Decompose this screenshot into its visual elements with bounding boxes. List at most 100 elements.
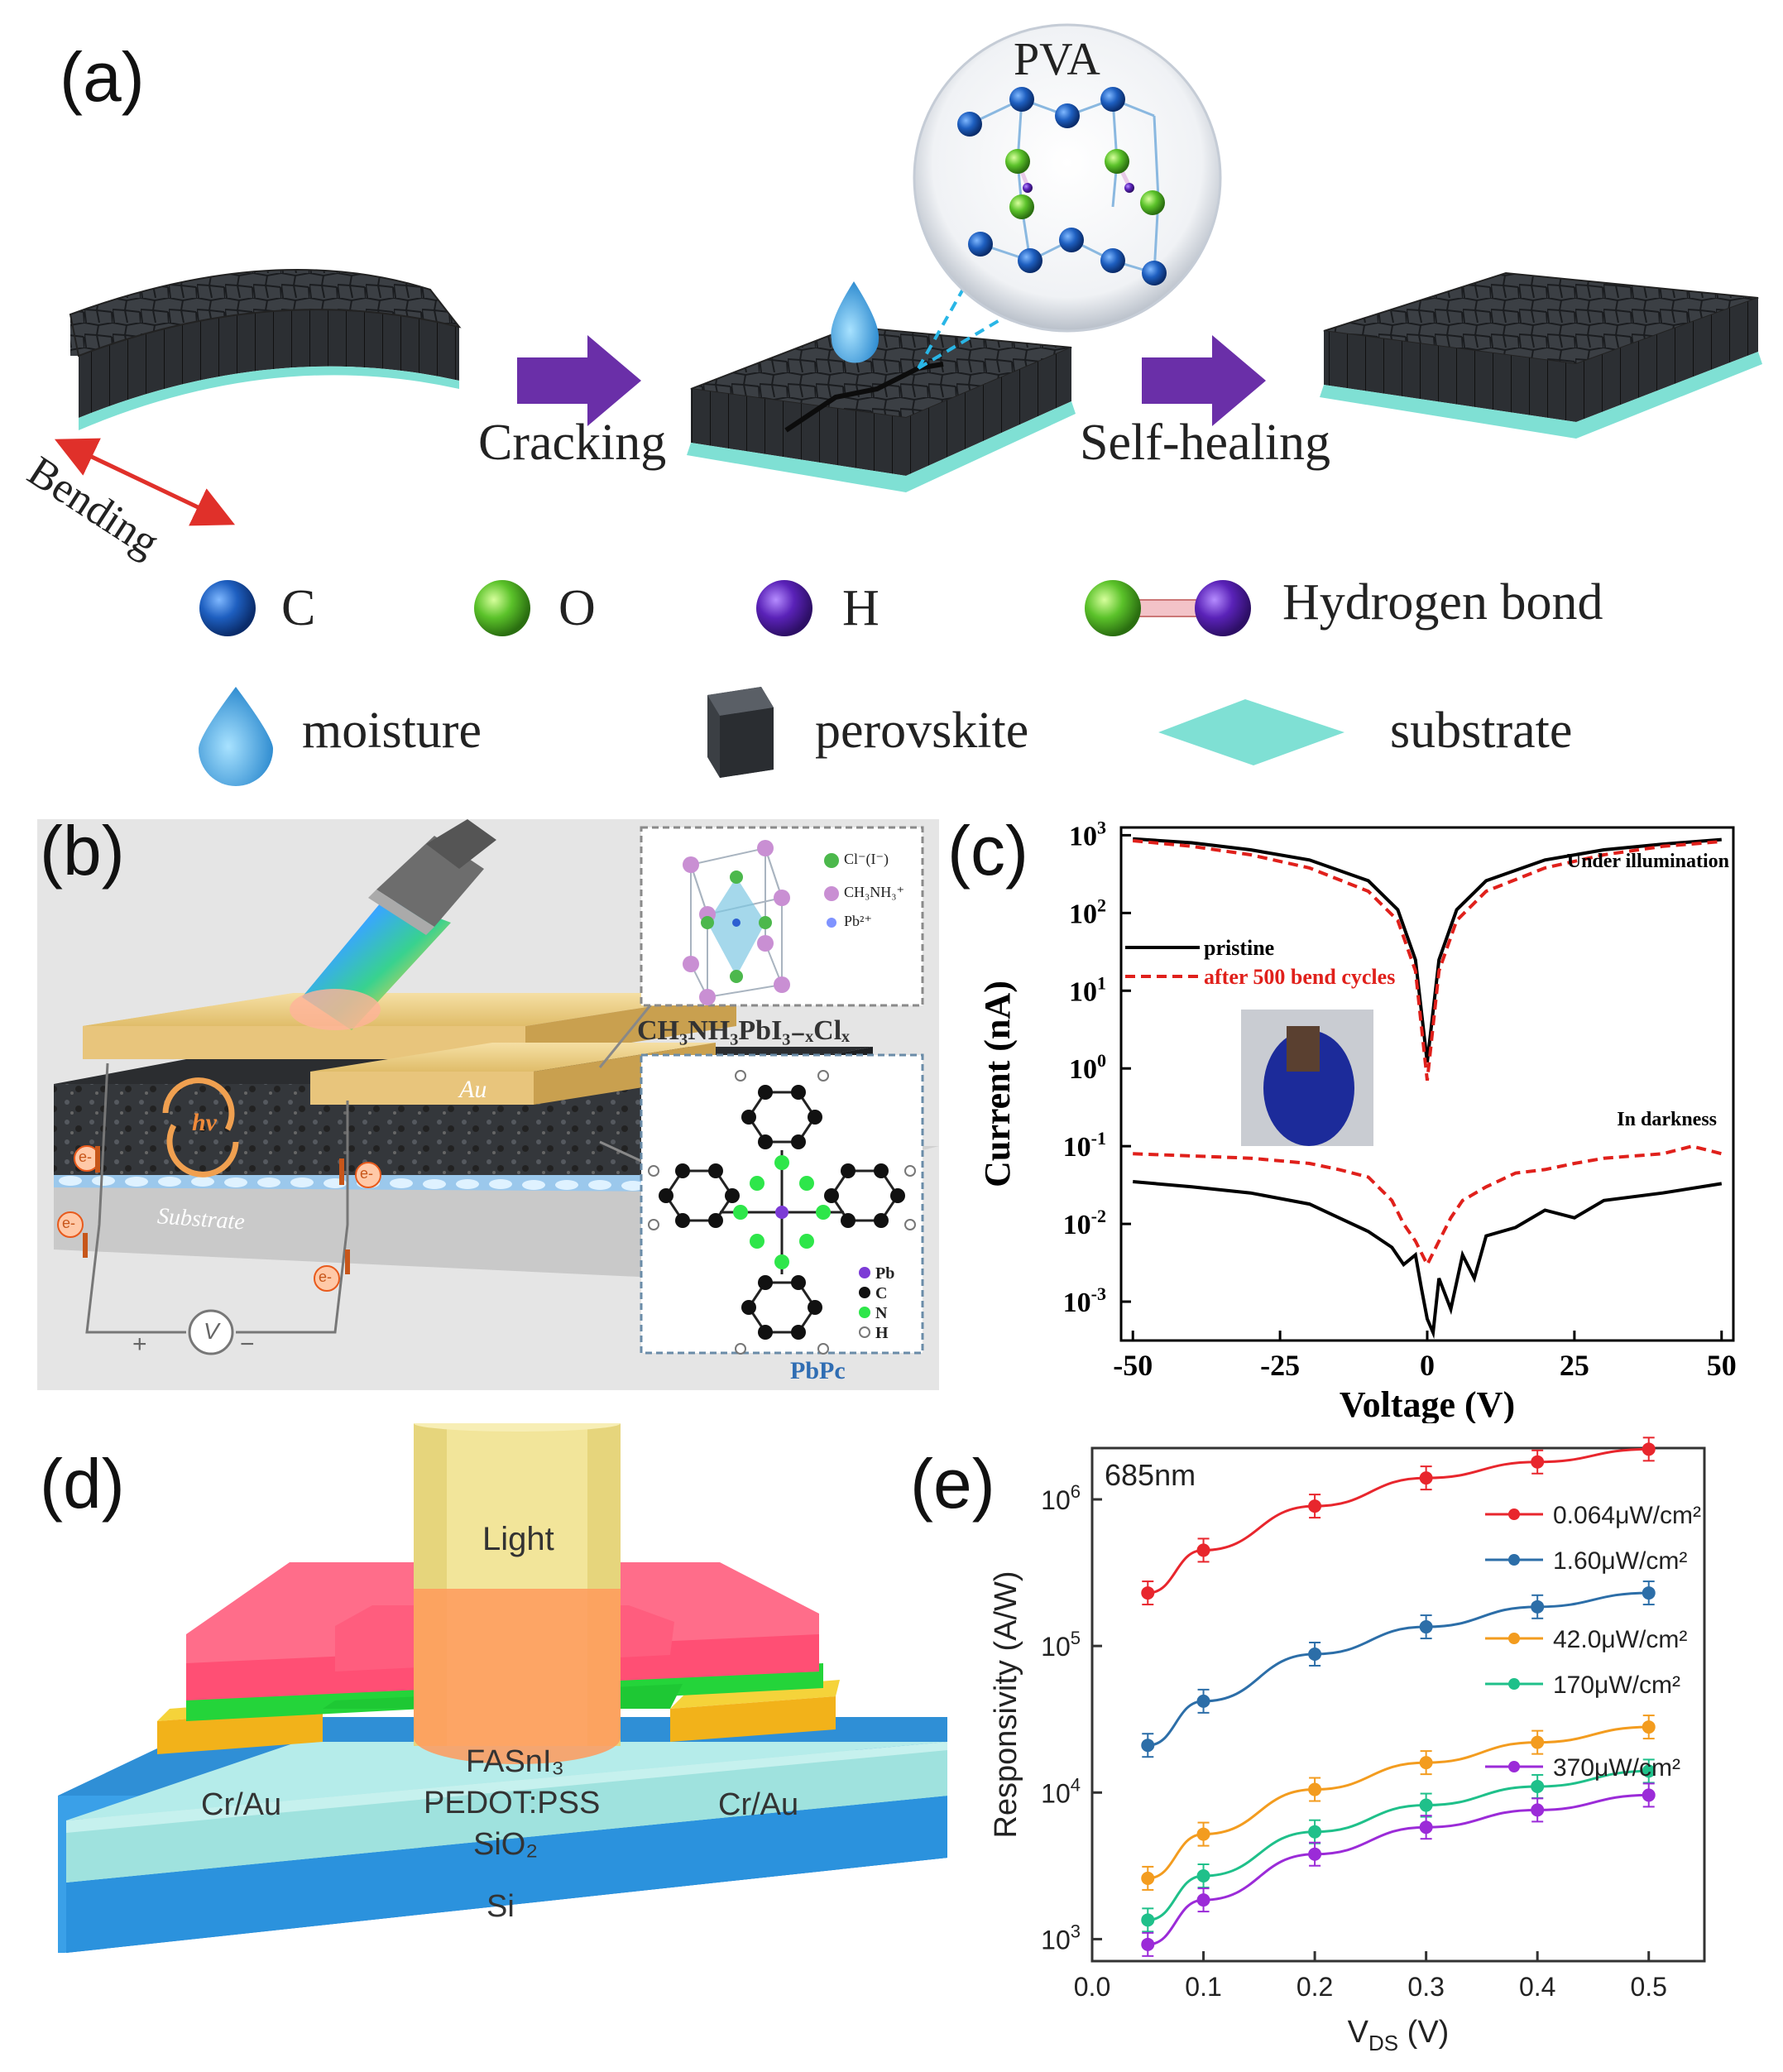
chart-c-xlabel: Voltage (V) xyxy=(1340,1384,1515,1423)
bending-arrow xyxy=(54,438,236,526)
panel-d-diagram xyxy=(58,1423,947,1953)
chart-c-xtick-label: 0 xyxy=(1420,1349,1435,1382)
chart-e-ytick-label: 105 xyxy=(1041,1628,1081,1662)
chart-c-series-line-0 xyxy=(1133,837,1722,1063)
chart-e-legend-label-4: 370μW/cm² xyxy=(1553,1754,1680,1782)
minus-label: − xyxy=(240,1331,255,1358)
chart-c-inset-device xyxy=(1287,1026,1320,1072)
chart-e-point xyxy=(1642,1764,1656,1778)
chart-e-series-line-4 xyxy=(1148,1793,1649,1946)
hydrogen-atom-icon xyxy=(756,580,812,636)
legend-hbond-label: Hydrogen bond xyxy=(1282,574,1603,631)
chart-e-point xyxy=(1642,1442,1656,1456)
panel-b-label: (b) xyxy=(40,812,125,890)
chart-c-ytick-label: 10-3 xyxy=(1063,1283,1106,1318)
chart-c-xtick-label: -25 xyxy=(1260,1349,1300,1382)
chart-c-ytick-label: 101 xyxy=(1069,972,1106,1007)
electron-label-4: e- xyxy=(319,1269,333,1285)
pva-bubble xyxy=(913,23,1222,333)
chart-e-point xyxy=(1642,1586,1656,1600)
chart-c-xtick-label: 25 xyxy=(1560,1349,1589,1382)
perovskite-icon xyxy=(707,687,774,778)
chart-e-point xyxy=(1141,1739,1155,1753)
panel-a-diagram xyxy=(54,23,1762,786)
pva-label: PVA xyxy=(1014,34,1100,85)
chart-c-ylabel: Current (nA) xyxy=(977,981,1018,1187)
chart-e-point xyxy=(1419,1798,1433,1812)
voltmeter-label: V xyxy=(204,1318,219,1344)
crystal-legend-cl: Cl⁻(I⁻) xyxy=(844,851,889,867)
chart-e-ytick-label: 103 xyxy=(1041,1921,1081,1954)
chart-e-legend-label-0: 0.064μW/cm² xyxy=(1553,1502,1701,1529)
chart-e-point xyxy=(1308,1847,1322,1861)
cracking-label: Cracking xyxy=(478,415,667,471)
chart-e-legend-label-2: 42.0μW/cm² xyxy=(1553,1626,1687,1653)
panel-c-label: (c) xyxy=(947,812,1028,890)
chart-e-series-line-2 xyxy=(1148,1725,1649,1880)
panel-a-label: (a) xyxy=(60,38,145,116)
legend-c-label: C xyxy=(281,580,316,636)
chart-e-point xyxy=(1419,1820,1433,1835)
chart-e-point xyxy=(1308,1647,1322,1661)
process-arrow-1 xyxy=(517,335,641,426)
chart-e-ytick-label: 106 xyxy=(1041,1481,1081,1515)
substrate-icon xyxy=(1158,699,1344,765)
chart-e-xtick-label: 0.3 xyxy=(1407,1972,1444,2002)
chart-e-xtick-label: 0.0 xyxy=(1074,1972,1110,2002)
chart-e-point xyxy=(1419,1620,1433,1634)
chart-c-annot-light: Under illumination xyxy=(1567,851,1729,872)
legend-h-label: H xyxy=(842,580,880,636)
crau-right-label: Cr/Au xyxy=(718,1787,799,1822)
chart-c-ytick-label: 103 xyxy=(1069,817,1106,851)
chart-e-xlabel: VDS (V) xyxy=(1348,2015,1450,2055)
chart-c-ytick-label: 100 xyxy=(1069,1050,1106,1085)
healed-film xyxy=(1320,271,1762,439)
chart-e-point xyxy=(1531,1779,1545,1793)
chart-e-legend-label-1: 1.60μW/cm² xyxy=(1553,1547,1687,1575)
chart-e-point xyxy=(1531,1600,1545,1614)
pbpc-legend-pb: Pb xyxy=(875,1264,895,1283)
crau-left-label: Cr/Au xyxy=(201,1787,282,1822)
plus-label: + xyxy=(132,1331,147,1358)
crystal-legend-ch3nh3: CH₃NH₃⁺ xyxy=(844,884,905,900)
sio2-label: SiO₂ xyxy=(473,1827,539,1862)
chart-e-point xyxy=(1196,1869,1210,1883)
legend-perovskite-label: perovskite xyxy=(815,703,1029,759)
chart-e-point xyxy=(1642,1788,1656,1802)
chart-c-frame xyxy=(1119,826,1735,1342)
chart-c-ytick-label: 10-2 xyxy=(1063,1206,1106,1240)
chart-c-legend-pristine: pristine xyxy=(1204,936,1274,960)
chart-e-legend-marker-1 xyxy=(1508,1554,1520,1566)
chart-e-point xyxy=(1308,1782,1322,1796)
si-label: Si xyxy=(486,1889,515,1924)
chart-c-ytick-label: 10-1 xyxy=(1063,1128,1106,1163)
panel-d-label: (d) xyxy=(40,1445,125,1523)
pbpc-label: PbPc xyxy=(790,1357,846,1384)
formula-label: CH₃NH₃PbI₃₋ₓClₓ xyxy=(637,1015,850,1046)
pbpc-legend-n: N xyxy=(875,1304,888,1322)
chart-c-xtick-label: -50 xyxy=(1113,1349,1153,1382)
chart-e-point xyxy=(1308,1499,1322,1513)
chart-c-series-line-3 xyxy=(1133,1144,1723,1269)
lamp-icon xyxy=(368,819,496,935)
chart-c-series-line-1 xyxy=(1133,839,1722,1082)
chart-e-point xyxy=(1531,1803,1545,1817)
pbpc-legend-c: C xyxy=(875,1284,888,1302)
crystal-legend-pb: Pb²⁺ xyxy=(844,913,872,929)
self-healing-label: Self-healing xyxy=(1080,415,1331,471)
carbon-atom-icon xyxy=(199,580,256,636)
pbpc-legend-h: H xyxy=(875,1324,889,1342)
chart-e-xtick-label: 0.1 xyxy=(1185,1972,1221,2002)
chart-e-point xyxy=(1141,1937,1155,1951)
chart-e-frame xyxy=(1090,1446,1706,1963)
photon-icon xyxy=(162,1077,239,1177)
chart-c-ytick-label: 102 xyxy=(1069,895,1106,929)
chart-e-legend-label-3: 170μW/cm² xyxy=(1553,1672,1680,1699)
chart-e-point xyxy=(1196,1694,1210,1708)
legend-o-label: O xyxy=(558,580,596,636)
chart-e-series-line-1 xyxy=(1148,1591,1649,1747)
light-label: Light xyxy=(482,1521,554,1557)
panel-b-diagram xyxy=(37,819,939,1390)
